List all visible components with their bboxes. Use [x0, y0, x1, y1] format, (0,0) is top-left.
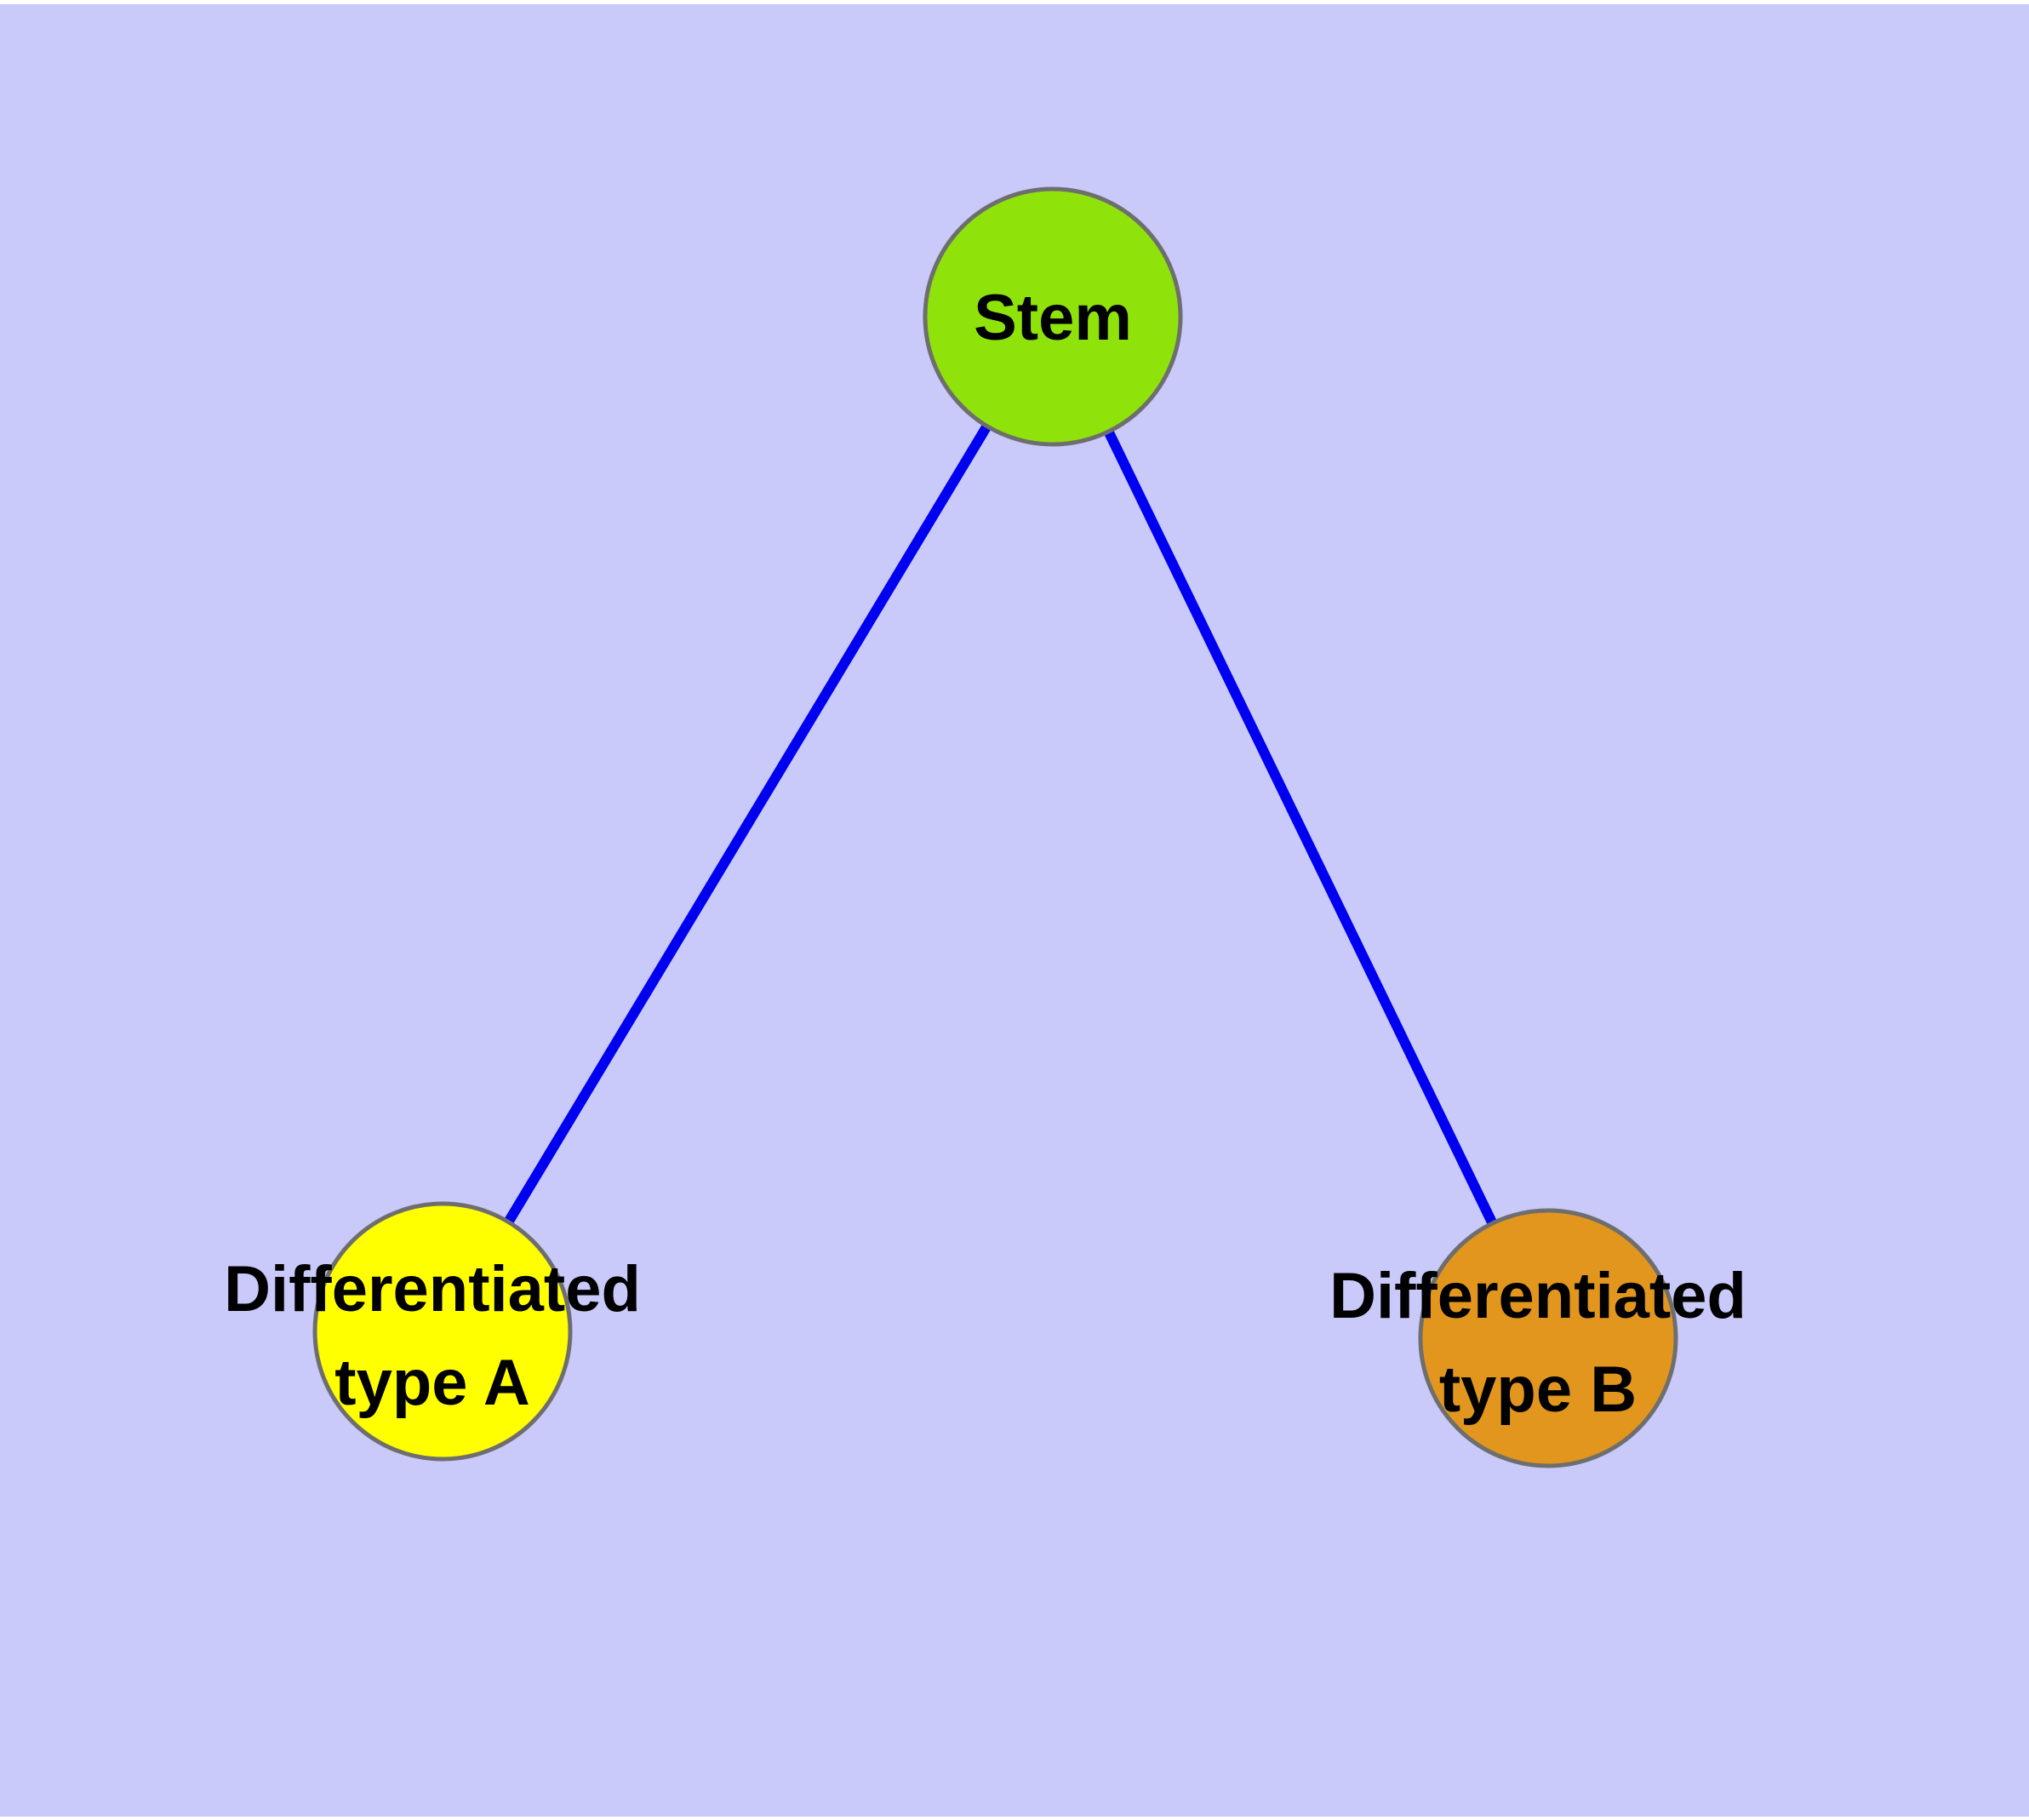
node-stem-circle — [923, 186, 1183, 447]
node-type-a-circle — [312, 1201, 573, 1462]
edge-stem-to-type-a — [437, 313, 1058, 1335]
node-type-b-circle — [1418, 1208, 1678, 1468]
edge-stem-to-type-b — [1048, 314, 1553, 1341]
